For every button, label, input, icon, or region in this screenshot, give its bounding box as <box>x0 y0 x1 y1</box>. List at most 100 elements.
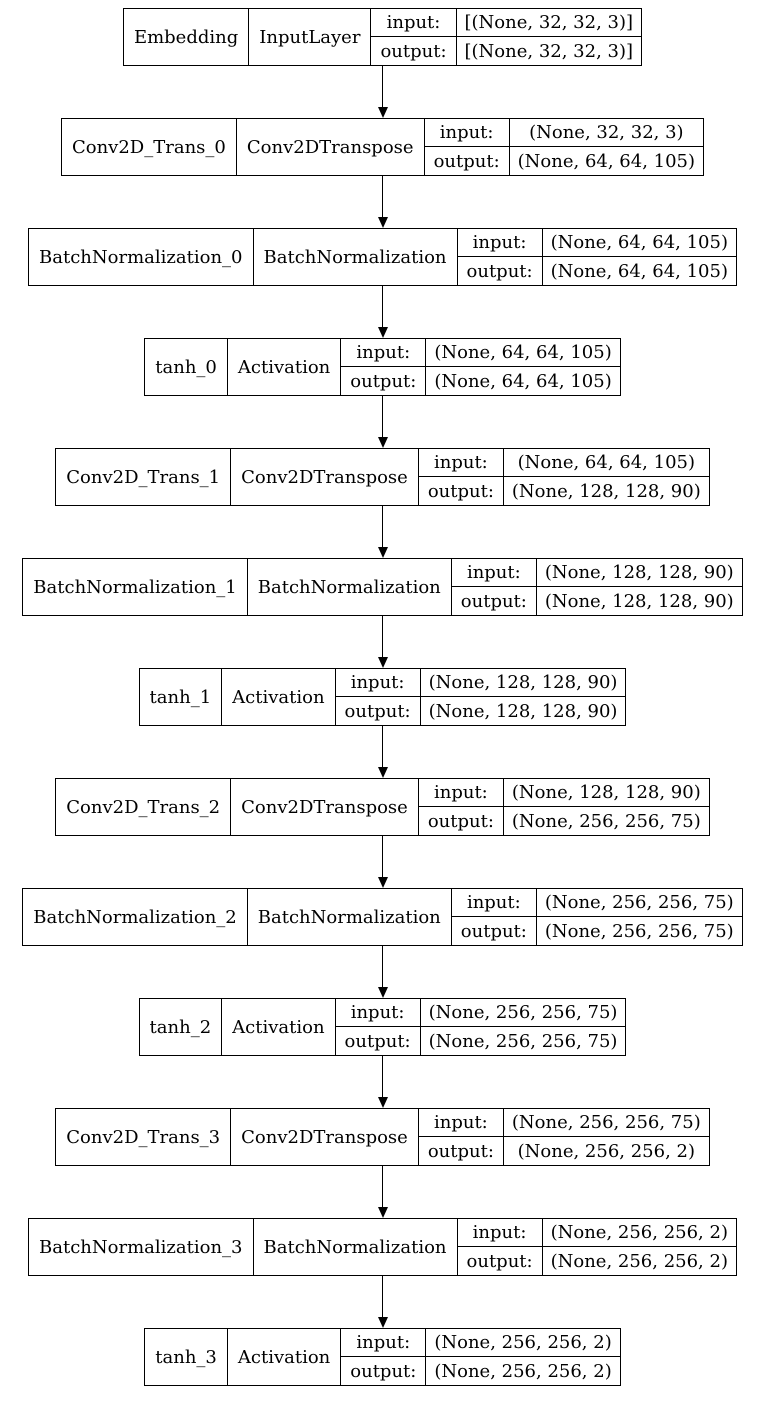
layer-type: Conv2DTranspose <box>231 779 419 835</box>
input-shape: (None, 64, 64, 105) <box>503 449 709 477</box>
layer-name: tanh_0 <box>145 339 228 395</box>
layer-node: Conv2D_Trans_3 Conv2DTranspose input: (N… <box>55 1108 710 1166</box>
layer-type: BatchNormalization <box>248 889 452 945</box>
layer-type: BatchNormalization <box>254 229 458 285</box>
input-label: input: <box>457 1219 543 1247</box>
layer-node: BatchNormalization_3 BatchNormalization … <box>28 1218 737 1276</box>
layer-node: tanh_1 Activation input: (None, 128, 128… <box>138 668 627 726</box>
connector-arrow <box>377 1056 388 1108</box>
layer-io-table: input: (None, 256, 256, 75) output: (Non… <box>451 889 742 945</box>
layer-io-table: input: (None, 256, 256, 2) output: (None… <box>341 1329 620 1385</box>
arrow-down-icon <box>377 767 388 778</box>
layer-node: tanh_0 Activation input: (None, 64, 64, … <box>144 338 621 396</box>
layer-io-table: input: (None, 64, 64, 105) output: (None… <box>457 229 736 285</box>
input-label: input: <box>341 339 427 367</box>
input-shape: (None, 64, 64, 105) <box>542 229 736 257</box>
input-label: input: <box>335 669 421 697</box>
output-shape: (None, 256, 256, 75) <box>428 1030 618 1052</box>
arrow-line <box>382 66 383 107</box>
layer-node: tanh_2 Activation input: (None, 256, 256… <box>138 998 627 1056</box>
output-label: output: <box>336 697 421 725</box>
input-shape: (None, 256, 256, 2) <box>542 1219 736 1247</box>
arrow-down-icon <box>377 217 388 228</box>
layer-type: Conv2DTranspose <box>231 1109 419 1165</box>
output-label: output: <box>341 367 427 395</box>
input-label: input: <box>418 779 504 807</box>
arrow-line <box>382 1166 383 1207</box>
layer-type: Activation <box>228 1329 342 1385</box>
output-label: output: <box>452 917 537 945</box>
connector-arrow <box>377 1276 388 1328</box>
input-shape: (None, 128, 128, 90) <box>536 559 742 587</box>
layer-io-table: input: (None, 128, 128, 90) output: (Non… <box>335 669 626 725</box>
layer-io-table: input: (None, 256, 256, 75) output: (Non… <box>418 1109 709 1165</box>
input-shape: (None, 256, 256, 75) <box>503 1109 709 1137</box>
layer-io-table: input: (None, 64, 64, 105) output: (None… <box>418 449 709 505</box>
output-label: output: <box>341 1357 427 1385</box>
connector-arrow <box>377 726 388 778</box>
connector-arrow <box>377 836 388 888</box>
output-shape: (None, 64, 64, 105) <box>517 150 696 172</box>
output-label: output: <box>458 1247 543 1275</box>
layer-node: Conv2D_Trans_0 Conv2DTranspose input: (N… <box>60 118 705 176</box>
output-shape: (None, 128, 128, 90) <box>544 590 734 612</box>
layer-name: Conv2D_Trans_0 <box>62 119 237 175</box>
layer-type: BatchNormalization <box>248 559 452 615</box>
arrow-down-icon <box>377 327 388 338</box>
output-shape: (None, 256, 256, 2) <box>517 1140 695 1162</box>
arrow-down-icon <box>377 1317 388 1328</box>
arrow-line <box>382 506 383 547</box>
layer-node: tanh_3 Activation input: (None, 256, 256… <box>144 1328 621 1386</box>
arrow-down-icon <box>377 107 388 118</box>
arrow-line <box>382 946 383 987</box>
arrow-down-icon <box>377 437 388 448</box>
layer-io-table: input: (None, 256, 256, 2) output: (None… <box>457 1219 736 1275</box>
arrow-line <box>382 726 383 767</box>
arrow-line <box>382 396 383 437</box>
output-shape: (None, 256, 256, 2) <box>434 1360 612 1382</box>
input-label: input: <box>341 1329 427 1357</box>
output-label: output: <box>452 587 537 615</box>
layer-name: tanh_2 <box>140 999 223 1055</box>
input-label: input: <box>424 119 510 147</box>
layer-node: BatchNormalization_0 BatchNormalization … <box>28 228 737 286</box>
output-label: output: <box>458 257 543 285</box>
layer-io-table: input: (None, 128, 128, 90) output: (Non… <box>451 559 742 615</box>
input-shape: (None, 256, 256, 75) <box>420 999 626 1027</box>
input-label: input: <box>451 889 537 917</box>
layer-name: tanh_3 <box>145 1329 228 1385</box>
layer-name: Conv2D_Trans_1 <box>56 449 232 505</box>
layer-io-table: input: (None, 64, 64, 105) output: (None… <box>341 339 620 395</box>
input-shape: [(None, 32, 32, 3)] <box>456 9 642 37</box>
layer-name: Conv2D_Trans_3 <box>56 1109 232 1165</box>
connector-arrow <box>377 286 388 338</box>
output-shape: [(None, 32, 32, 3)] <box>464 40 634 62</box>
layer-type: InputLayer <box>249 9 372 65</box>
layer-type: Conv2DTranspose <box>231 449 419 505</box>
arrow-line <box>382 286 383 327</box>
layer-name: BatchNormalization_1 <box>23 559 248 615</box>
output-label: output: <box>336 1027 421 1055</box>
layer-type: Activation <box>228 339 342 395</box>
connector-arrow <box>377 506 388 558</box>
layer-node: Embedding InputLayer input: [(None, 32, … <box>122 8 643 66</box>
layer-name: Conv2D_Trans_2 <box>56 779 232 835</box>
output-label: output: <box>419 1137 504 1165</box>
output-label: output: <box>419 477 504 505</box>
layer-name: tanh_1 <box>140 669 223 725</box>
layer-name: BatchNormalization_3 <box>29 1219 254 1275</box>
arrow-down-icon <box>377 547 388 558</box>
arrow-down-icon <box>377 1207 388 1218</box>
layer-name: BatchNormalization_0 <box>29 229 254 285</box>
layer-node: Conv2D_Trans_1 Conv2DTranspose input: (N… <box>55 448 710 506</box>
output-shape: (None, 256, 256, 75) <box>544 920 734 942</box>
input-label: input: <box>451 559 537 587</box>
input-label: input: <box>335 999 421 1027</box>
arrow-line <box>382 1276 383 1317</box>
connector-arrow <box>377 616 388 668</box>
layer-node: BatchNormalization_1 BatchNormalization … <box>22 558 743 616</box>
layer-type: Activation <box>222 669 336 725</box>
output-shape: (None, 128, 128, 90) <box>428 700 618 722</box>
layer-name: BatchNormalization_2 <box>23 889 248 945</box>
